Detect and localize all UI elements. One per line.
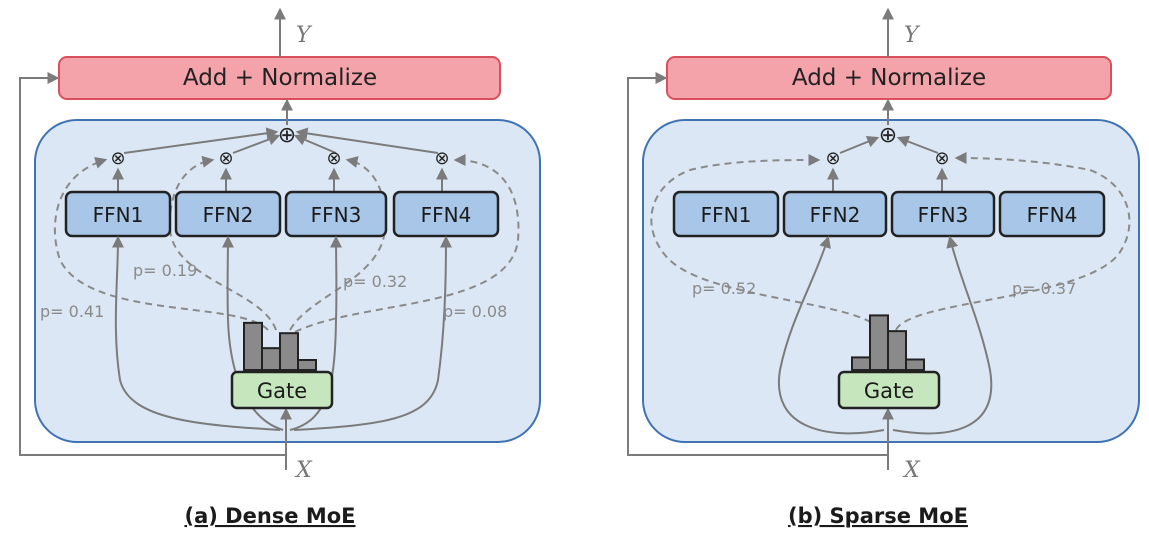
probability-label: p= 0.32	[343, 272, 407, 291]
multiply-icon: ⊗	[825, 148, 840, 169]
expert-box	[782, 190, 888, 238]
expert-output-arrows	[827, 167, 948, 192]
multiply-nodes: ⊗ ⊗ ⊗ ⊗	[110, 148, 449, 169]
probability-label: p= 0.19	[133, 261, 197, 280]
input-routing-arrows	[777, 235, 993, 470]
expert-output-arrows	[112, 167, 448, 192]
probability-label: p= 0.08	[443, 302, 507, 321]
panel-caption: (a) Dense MoE	[184, 504, 355, 528]
combine-arrows	[839, 135, 939, 154]
histogram-bar	[887, 330, 907, 371]
expert-label: FFN1	[701, 203, 752, 227]
output-label: Y	[904, 23, 921, 48]
add-normalize-label: Add + Normalize	[792, 65, 986, 91]
expert-box	[672, 190, 780, 238]
expert-label: FFN4	[421, 203, 472, 227]
panel-dense: Add + Normalize Y ⊕ ⊗ ⊗ ⊗ ⊗	[19, 7, 541, 528]
gate-label: Gate	[864, 379, 914, 403]
panel-sparse: Add + Normalize Y ⊕ ⊗ ⊗ FFN1 FFN2 FFN	[627, 7, 1140, 528]
expert-label: FFN2	[810, 203, 861, 227]
add-normalize-label: Add + Normalize	[183, 65, 377, 91]
expert-label: FFN3	[311, 203, 362, 227]
histogram-bar	[297, 359, 317, 371]
sum-icon: ⊕	[278, 123, 296, 148]
probability-label: p= 0.37	[1012, 279, 1076, 298]
multiply-nodes: ⊗ ⊗	[825, 148, 949, 169]
gate-box	[230, 370, 334, 410]
probability-label: p= 0.52	[692, 279, 756, 298]
expert-label: FFN2	[203, 203, 254, 227]
gate-box	[837, 370, 941, 410]
probability-label: p= 0.41	[40, 302, 104, 321]
sum-icon: ⊕	[879, 123, 897, 148]
residual-connection	[19, 72, 286, 456]
expert-boxes: FFN1 FFN2 FFN3 FFN4	[64, 190, 500, 238]
expert-box	[998, 190, 1106, 238]
multiply-icon: ⊗	[110, 148, 125, 169]
multiply-icon: ⊗	[326, 148, 341, 169]
histogram-bar	[243, 321, 263, 372]
expert-label: FFN1	[93, 203, 144, 227]
gate-histogram	[243, 321, 317, 372]
multiply-icon: ⊗	[934, 148, 949, 169]
residual-connection	[627, 72, 888, 456]
input-routing-arrows	[111, 235, 452, 470]
gate-label: Gate	[257, 379, 307, 403]
output-label: Y	[296, 23, 313, 48]
expert-boxes: FFN1 FFN2 FFN3 FFN4	[672, 190, 1106, 238]
combine-arrows	[123, 127, 439, 154]
gate-histogram	[851, 314, 925, 371]
expert-label: FFN4	[1027, 203, 1078, 227]
expert-box	[890, 190, 996, 238]
histogram-bar	[869, 314, 889, 371]
histogram-bar	[261, 347, 281, 371]
histogram-bar	[905, 358, 925, 371]
panel-caption: (b) Sparse MoE	[788, 504, 968, 528]
input-label: X	[294, 458, 313, 483]
multiply-icon: ⊗	[434, 148, 449, 169]
histogram-bar	[851, 356, 871, 371]
expert-label: FFN3	[918, 203, 969, 227]
multiply-icon: ⊗	[218, 148, 233, 169]
input-label: X	[902, 458, 921, 483]
histogram-bar	[279, 332, 299, 372]
